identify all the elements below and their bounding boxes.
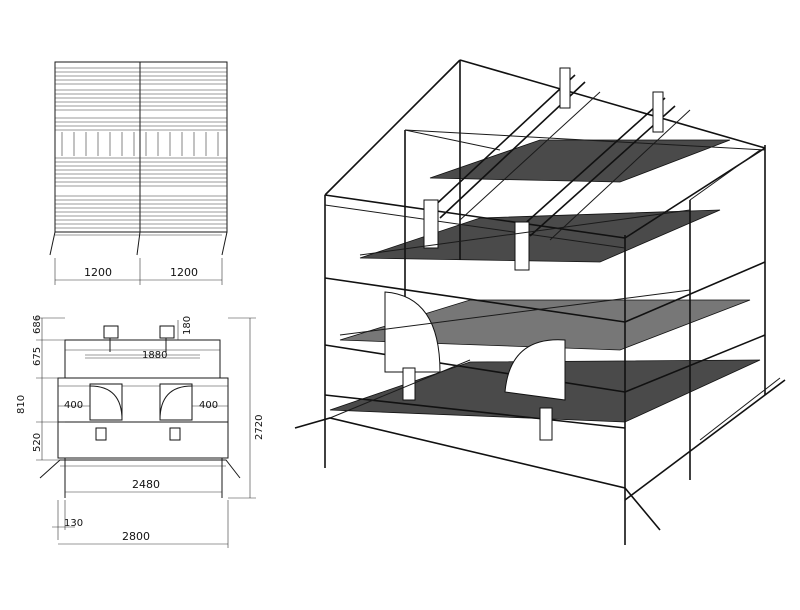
dim-400-left-label: 400	[64, 400, 83, 411]
dim-1880-label: 1880	[142, 350, 167, 361]
dim-180-label: 180	[182, 316, 193, 335]
dim-130-label: 130	[64, 518, 83, 529]
dim-675-label: 675	[32, 347, 43, 366]
dim-2800-label: 2800	[122, 530, 150, 543]
dim-810-label: 810	[16, 395, 27, 414]
dim-2480-label: 2480	[132, 478, 160, 491]
front-width-right-label: 1200	[170, 266, 198, 279]
side-view: 686 675 810 520 180 1880 400 400 2720 24…	[16, 315, 265, 548]
dim-400-right-label: 400	[199, 400, 218, 411]
dim-686-label: 686	[32, 315, 43, 334]
dim-2720-label: 2720	[254, 415, 265, 440]
front-view: 1200 1200	[49, 61, 228, 285]
front-width-left-label: 1200	[84, 266, 112, 279]
dim-520-label: 520	[32, 433, 43, 452]
isometric-view	[294, 59, 786, 545]
